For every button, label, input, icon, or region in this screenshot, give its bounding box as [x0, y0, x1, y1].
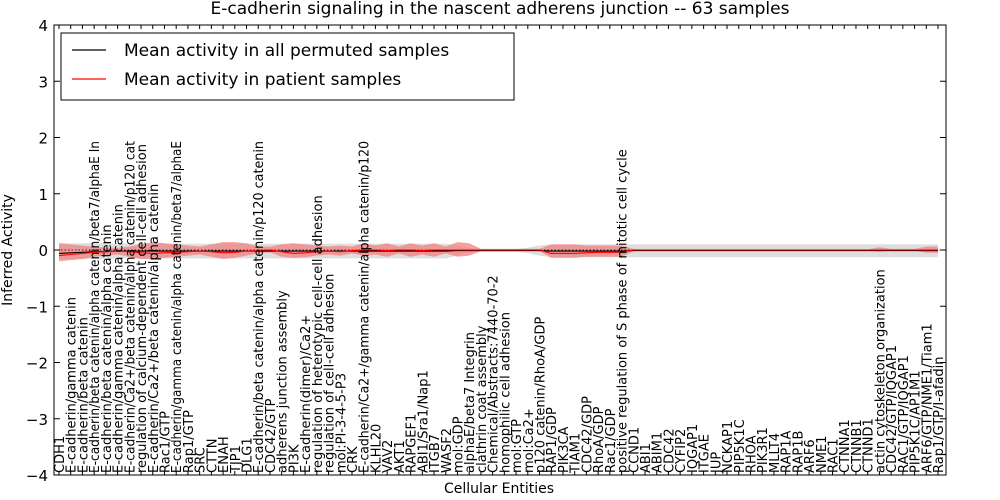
x-tick-label: PI3K: [287, 444, 302, 473]
legend-label-permuted: Mean activity in all permuted samples: [124, 41, 449, 61]
x-tick-label: JUP: [709, 452, 724, 474]
x-tick-label: Rap1/GTP: [182, 410, 197, 473]
x-tick-label: CDC42/GTP: [264, 398, 279, 473]
x-tick-label: CDC42/GDP: [580, 396, 595, 473]
x-tick-label: RAP1B: [791, 431, 806, 473]
y-tick-label: 4: [38, 17, 48, 35]
x-tick-label: CTNND1: [862, 418, 877, 473]
x-tick-label: E-cadherin/Ca2+/beta catenin/alpha caten…: [147, 184, 162, 473]
x-tick-label: RAC1/GTP/IQGAP1: [897, 355, 912, 473]
x-tick-label: MLLT4: [768, 433, 783, 473]
x-tick-label: E-cadherin/Ca2+/gamma catenin/alpha cate…: [358, 141, 373, 473]
x-tick-label: ENAH: [217, 436, 232, 473]
x-tick-label: PIP5K1C/AP1M1: [909, 370, 924, 473]
y-tick-label: 0: [38, 242, 48, 260]
x-tick-label: RHOA: [745, 435, 760, 473]
x-tick-label: CTNNB1: [850, 419, 865, 473]
x-tick-label: ITGAE: [698, 434, 713, 473]
x-tick-label: E-cadherin/gamma catenin/alpha catenin: [112, 204, 127, 473]
x-tick-label: regulation of calcium-dependent cell-cel…: [135, 144, 150, 473]
x-tick-label: CYFIP2: [674, 429, 689, 473]
legend-label-patient: Mean activity in patient samples: [124, 70, 401, 90]
x-tick-label: adherens junction assembly: [276, 290, 291, 473]
x-tick-label: RAPGEF1: [405, 414, 420, 473]
x-tick-label: RAC1: [827, 438, 842, 473]
x-tick-label: E-cadherin/beta catenin/alpha catenin/be…: [88, 141, 103, 473]
x-tick-label: CDC42/GTP/IQGAP1: [885, 345, 900, 473]
x-tick-label: Rac1/GDP: [604, 408, 619, 473]
x-tick-label: PIK3CA: [557, 426, 572, 473]
x-tick-label: RAP1A: [780, 430, 795, 473]
y-tick-label: −4: [26, 467, 48, 485]
x-tick-label: regulation of heterotypic cell-cell adhe…: [311, 195, 326, 473]
x-tick-label: PIP5K1C: [733, 419, 748, 473]
x-tick-label: ARF6: [803, 439, 818, 473]
x-tick-label: ABI1/Sra1/Nap1: [416, 370, 431, 473]
x-tick-label: CTNNA1: [838, 419, 853, 473]
legend: Mean activity in all permuted samples Me…: [60, 32, 515, 101]
y-tick-label: −2: [26, 355, 48, 373]
x-tick-label: KLHL20: [369, 424, 384, 473]
chart-title: E-cadherin signaling in the nascent adhe…: [211, 0, 790, 19]
x-tick-label: E-cadherin/gamma catenin: [65, 297, 80, 473]
x-tick-label: RhoA/GDP: [592, 406, 607, 473]
x-tick-label: alphaE/beta7 Integrin: [463, 332, 478, 473]
y-axis-label: Inferred Activity: [0, 194, 16, 306]
x-tick-label: ABIM1: [651, 432, 666, 473]
x-tick-label: p120 catenin/RhoA/GDP: [534, 317, 549, 473]
x-tick-label: TJP1: [229, 445, 244, 474]
y-tick-label: −1: [26, 298, 48, 316]
x-tick-label: positive regulation of S phase of mitoti…: [616, 149, 631, 473]
x-tick-label: mol:GDP: [452, 416, 467, 473]
x-axis-label: Cellular Entities: [444, 481, 554, 497]
y-tick-label: 3: [38, 73, 48, 91]
x-tick-label: ARF6/GTP/NME1/Tiam1: [920, 323, 935, 473]
x-tick-label: RAP1/GDP: [545, 407, 560, 473]
band-series-1: [59, 242, 938, 262]
x-tick-label: CDC42: [662, 428, 677, 473]
plot-frame: [53, 24, 947, 476]
x-tick-label: AKT1: [393, 440, 408, 473]
x-tick-label: mol:GTP: [510, 419, 525, 473]
x-tick-label: actin cytoskeleton organization: [873, 269, 888, 473]
x-tick-label: IQGAP1: [686, 424, 701, 473]
y-tick-label: 1: [38, 186, 48, 204]
x-tick-label: DLG1: [241, 437, 256, 473]
x-tick-label: Rac1/GTP: [159, 411, 174, 473]
x-tick-label: E-cadherin/Ca2+/beta catenin/alpha caten…: [123, 141, 138, 473]
x-tick-label: NCKAP1: [721, 421, 736, 473]
x-tick-label: PIK3R1: [756, 427, 771, 473]
x-tick-label: Rap1/GTP/I-afadin: [932, 356, 947, 473]
x-tick-label: mol:Ca2+: [522, 408, 537, 473]
x-tick-label: mol:PI-3-4-5-P3: [334, 373, 349, 473]
y-tick-label: 2: [38, 130, 48, 148]
x-tick-label: ABI1: [639, 443, 654, 473]
x-tick-label: clathrin coat assembly: [475, 325, 490, 473]
x-tick-label: homophilic cell adhesion: [498, 312, 513, 473]
legend-box: [60, 32, 515, 101]
x-tick-label: CDH1: [53, 436, 68, 473]
x-tick-label: VAV2: [381, 440, 396, 473]
x-tick-label: TIAM1: [569, 433, 584, 474]
y-tick-label: −3: [26, 411, 48, 429]
x-tick-label: regulation of cell-cell adhesion: [323, 274, 338, 473]
x-tick-label: CTTN: [205, 439, 220, 473]
x-tick-label: E-cadherin/beta catenin/alpha catenin: [100, 224, 115, 473]
x-tick-label: CRK: [346, 446, 361, 473]
x-tick-label: CCND1: [627, 427, 642, 473]
x-tick-label: SRC: [194, 447, 209, 473]
x-tick-label: Chemical/Abstracts:7440-70-2: [487, 275, 502, 473]
x-tick-label: E-cadherin/beta catenin/alpha catenin/p1…: [252, 141, 267, 473]
x-tick-label: E-cadherin/beta catenin: [76, 317, 91, 473]
line-series-1: [58, 249, 938, 257]
x-tick-label: NME1: [815, 436, 830, 473]
x-tick-label: E-cadherin/gamma catenin/alpha catenin/b…: [170, 141, 185, 473]
x-tick-label: ITGB7: [428, 434, 443, 473]
x-tick-label: E-cadherin(dimer)/Ca2+: [299, 315, 314, 473]
x-tick-label: WASF2: [440, 428, 455, 473]
